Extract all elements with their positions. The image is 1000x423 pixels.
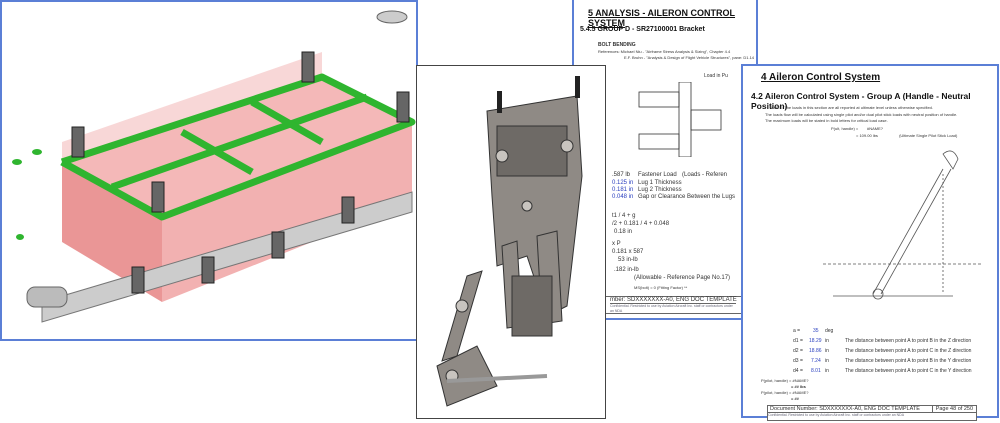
result-1: P(pilot, handle) = #NAME? bbox=[761, 378, 809, 383]
doc1-heading: BOLT BENDING bbox=[598, 42, 636, 48]
pilot-load-formula: #NAME? bbox=[867, 126, 884, 131]
footer-confidential: Confidential. Restricted to use by Aviat… bbox=[768, 413, 905, 417]
result-1-value: = ## lbs bbox=[791, 384, 806, 389]
result-2-value: = ## bbox=[791, 396, 799, 401]
footer-confidential: Confidential. Restricted to use by Aviat… bbox=[610, 303, 736, 313]
cad-frame-assembly-render bbox=[0, 0, 418, 341]
calc-line: 53 in-lb bbox=[618, 257, 638, 263]
cad-part-render bbox=[416, 65, 606, 419]
allowable-description: (Allowable - Reference Page No.17) bbox=[634, 275, 731, 281]
calc-line: x P bbox=[612, 241, 621, 247]
doc2-note: NOTE: The loads in this section are all … bbox=[771, 105, 934, 110]
doc2-paragraph: The loads flow will be calculated using … bbox=[765, 112, 958, 117]
title-text: Aileron Control System bbox=[768, 72, 881, 83]
calc-line: /2 + 0.181 / 4 + 0.048 bbox=[612, 221, 670, 227]
doc2-title: 4 Aileron Control System bbox=[761, 72, 880, 83]
pilot-load-row: = 109.00 lbs (Ultimate Single Pilot Stic… bbox=[856, 133, 958, 138]
pilot-load-label: P(ult, handle) = bbox=[831, 126, 859, 131]
calc-line: 0.181 x 587 bbox=[612, 249, 644, 255]
doc2-footer: Document Number: SDXXXXXXX-A0, ENG DOC T… bbox=[767, 405, 977, 421]
doc1-title: 5 ANALYSIS - AILERON CONTROL SYSTEM bbox=[588, 8, 756, 28]
page-number: Page 48 of 250 bbox=[931, 406, 976, 412]
handle-diagram bbox=[823, 150, 983, 300]
calc-line: 0.18 in bbox=[614, 229, 633, 235]
allowable: .182 in-lb bbox=[614, 267, 639, 273]
analysis-document-page-aileron-handle: 4 Aileron Control System 4.2 Aileron Con… bbox=[741, 64, 999, 421]
bracket-part-illustration bbox=[436, 76, 583, 407]
section-number: 4 bbox=[761, 72, 767, 83]
footer-text: Document Number: SDXXXXXXX-A0, ENG DOC T… bbox=[770, 406, 920, 412]
doc1-load-label: Load in Pu bbox=[704, 73, 728, 79]
footer-text: mber: SDXXXXXXX-A0, ENG DOC TEMPLATE bbox=[610, 297, 737, 303]
doc1-ref1: References: Michael Niu - "Airframe Stre… bbox=[598, 49, 731, 54]
margin-of-safety: MS(bolt) = 0 (Fitting Factor) ** bbox=[634, 285, 688, 290]
doc1-subsection: 5.4.5 GROUP D - SR27100001 Bracket bbox=[580, 26, 705, 33]
doc2-subsection: 4.2 Aileron Control System - Group A (Ha… bbox=[751, 91, 971, 111]
calc-line: t1 / 4 + g bbox=[612, 213, 636, 219]
title-text: ANALYSIS - AILERON CONTROL SYSTEM bbox=[588, 8, 736, 28]
result-2: P(pilot, handle) = #NAME? bbox=[761, 390, 809, 395]
lug-diagram bbox=[638, 82, 722, 157]
doc2-paragraph: The maximum loads will be stated in bold… bbox=[765, 118, 888, 123]
frame-assembly-illustration bbox=[12, 10, 416, 323]
section-number: 5 bbox=[588, 8, 594, 18]
doc1-ref2: E.F. Bruhn - "Analysis & Design of Fligh… bbox=[624, 55, 755, 60]
